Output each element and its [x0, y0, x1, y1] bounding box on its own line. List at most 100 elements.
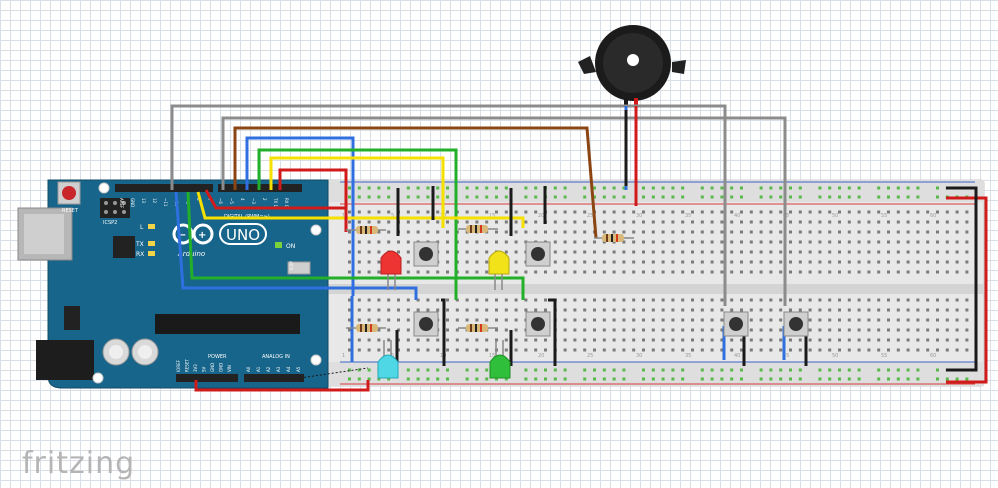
breadboard-hole — [945, 220, 949, 224]
breadboard-hole — [779, 195, 783, 199]
atmega-chip — [155, 314, 300, 334]
breadboard-hole — [602, 260, 606, 264]
breadboard-hole — [877, 298, 881, 302]
analog-pin-label: A4 — [286, 366, 291, 372]
breadboard-hole — [887, 328, 890, 332]
breadboard-hole — [651, 260, 655, 264]
breadboard-hole — [642, 377, 645, 381]
breadboard-hole — [406, 298, 410, 302]
breadboard-hole — [818, 308, 822, 312]
breadboard-hole — [779, 240, 783, 244]
breadboard-hole — [377, 308, 381, 312]
breadboard-hole — [553, 377, 557, 381]
breadboard-hole — [700, 308, 704, 312]
breadboard-hole — [367, 240, 371, 244]
reset-button-cap[interactable] — [62, 186, 76, 200]
breadboard-hole — [759, 186, 763, 190]
breadboard-hole — [847, 377, 851, 381]
breadboard-hole — [808, 230, 812, 234]
push-button-2 — [525, 241, 551, 267]
breadboard-hole — [936, 250, 939, 254]
breadboard-hole — [651, 368, 655, 372]
wire-yellow-2 — [196, 191, 525, 228]
breadboard-hole — [818, 220, 822, 224]
breadboard-hole — [416, 348, 420, 352]
breadboard-hole — [681, 240, 685, 244]
breadboard-hole — [495, 186, 498, 190]
breadboard-hole — [348, 368, 351, 372]
breadboard-hole — [877, 186, 881, 190]
breadboard-hole — [377, 240, 381, 244]
breadboard-hole — [514, 298, 518, 302]
column-number: 50 — [832, 213, 838, 219]
wire-black-6 — [441, 298, 446, 366]
breadboard-hole — [612, 186, 616, 190]
breadboard-hole — [828, 308, 832, 312]
breadboard-hole — [740, 298, 743, 302]
breadboard-hole — [720, 250, 724, 254]
breadboard-hole — [798, 270, 802, 274]
breadboard-hole — [896, 377, 900, 381]
breadboard-hole — [465, 348, 469, 352]
breadboard-hole — [495, 377, 498, 381]
breadboard-hole — [671, 240, 675, 244]
breadboard-hole — [838, 240, 841, 244]
breadboard-hole — [926, 260, 930, 264]
breadboard-hole — [583, 210, 587, 214]
breadboard-hole — [514, 308, 518, 312]
column-number: 35 — [685, 353, 691, 359]
breadboard-hole — [926, 250, 930, 254]
breadboard-hole — [387, 308, 391, 312]
breadboard-hole — [769, 195, 773, 199]
breadboard-hole — [857, 270, 861, 274]
breadboard-hole — [436, 220, 440, 224]
breadboard-hole — [828, 250, 832, 254]
breadboard-hole — [593, 348, 596, 352]
breadboard-hole — [730, 308, 734, 312]
breadboard-hole — [446, 298, 449, 302]
breadboard-hole — [906, 240, 910, 244]
breadboard-hole — [779, 308, 783, 312]
breadboard-hole — [485, 270, 489, 274]
breadboard-hole — [867, 308, 871, 312]
breadboard-hole — [446, 308, 449, 312]
breadboard-hole — [936, 240, 939, 244]
breadboard-hole — [838, 308, 841, 312]
breadboard-hole — [965, 220, 969, 224]
breadboard-hole — [916, 298, 920, 302]
breadboard-hole — [524, 270, 528, 274]
breadboard-hole — [455, 348, 459, 352]
breadboard-hole — [387, 220, 391, 224]
breadboard-hole — [847, 328, 851, 332]
breadboard-hole — [681, 308, 685, 312]
breadboard-hole — [622, 318, 626, 322]
breadboard-hole — [573, 250, 577, 254]
breadboard-hole — [583, 250, 587, 254]
breadboard-hole — [632, 260, 636, 264]
breadboard-hole — [965, 230, 969, 234]
breadboard-hole — [544, 377, 547, 381]
pin-label: ~6 — [218, 198, 223, 204]
breadboard-hole — [867, 270, 871, 274]
breadboard-hole — [838, 250, 841, 254]
breadboard-hole — [896, 210, 900, 214]
analog-pin-label: A3 — [276, 366, 281, 372]
breadboard-hole — [877, 210, 881, 214]
breadboard-hole — [798, 195, 802, 199]
breadboard-hole — [671, 220, 675, 224]
breadboard-hole — [475, 338, 479, 342]
breadboard-hole — [828, 210, 832, 214]
breadboard-hole — [798, 368, 802, 372]
breadboard-hole — [681, 328, 685, 332]
column-number: 60 — [930, 213, 936, 219]
breadboard-hole — [377, 298, 381, 302]
breadboard-hole — [808, 250, 812, 254]
breadboard-hole — [818, 328, 822, 332]
breadboard-hole — [475, 195, 479, 199]
breadboard-hole — [740, 240, 743, 244]
breadboard-hole — [593, 270, 596, 274]
breadboard-hole — [475, 260, 479, 264]
breadboard-hole — [406, 338, 410, 342]
breadboard-hole — [769, 230, 773, 234]
analog-pin-label: A5 — [296, 366, 301, 372]
